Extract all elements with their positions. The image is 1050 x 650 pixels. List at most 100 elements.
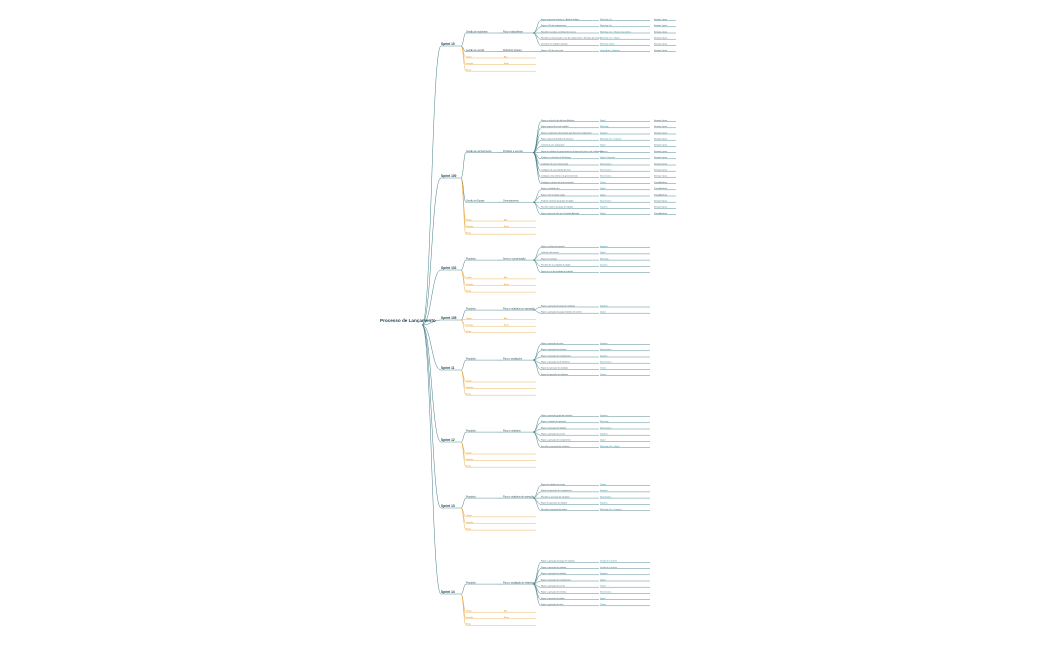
team-tag[interactable]: Tickets	[600, 585, 606, 588]
task-label[interactable]: Repor do relatório de evento	[541, 483, 565, 486]
group-label[interactable]: Gestão de Equipe	[466, 200, 485, 203]
task-label[interactable]: Repor a atividade dos	[541, 187, 559, 190]
task-label[interactable]: Repor a operação de relatório	[541, 566, 566, 569]
meta-label[interactable]: Tempo	[466, 515, 472, 517]
team-tag[interactable]: Tickets	[600, 367, 606, 370]
task-label[interactable]: Recolher a operação de dados	[541, 508, 567, 511]
deadline-label[interactable]: Semana 5 pass	[654, 151, 667, 153]
team-tag[interactable]: Workshop Ctv	[600, 18, 612, 21]
team-tag[interactable]: Infraestrutura	[600, 495, 612, 498]
team-tag[interactable]: Workshop	[600, 420, 608, 423]
task-label[interactable]: Repor a operação do de relatórios	[541, 361, 570, 364]
task-label[interactable]: Repor a operação da ativo	[541, 603, 563, 606]
meta-label[interactable]: Duração	[466, 616, 473, 619]
meta-label[interactable]: Duração	[466, 62, 473, 65]
team-tag[interactable]: Infraestrutura	[600, 169, 612, 172]
task-label[interactable]: Configurar uma interface de gerenciament…	[541, 175, 577, 178]
team-tag[interactable]: Infraestrutura	[600, 361, 612, 364]
task-label[interactable]: Repor a operação de componentes	[541, 354, 571, 357]
team-tag[interactable]: Suportes	[600, 206, 608, 209]
task-label[interactable]: Repor a operação do trabalho	[541, 426, 566, 429]
meta-label[interactable]: Etapa	[466, 623, 472, 626]
team-tag[interactable]: Digital	[600, 187, 606, 190]
task-label[interactable]: Desenhar de unidades afinadas	[541, 43, 568, 46]
task-label[interactable]: Repor de atividade	[541, 257, 557, 260]
meta-label[interactable]: Etapa	[466, 465, 472, 468]
task-label[interactable]: Repor a operação de interface	[541, 591, 567, 594]
meta-value[interactable]: Alta	[504, 317, 508, 320]
deadline-label[interactable]: Prazo/Auditoria	[654, 181, 668, 184]
sprint-label[interactable]: Sprint 105	[441, 316, 457, 320]
meta-value[interactable]: Baixa	[504, 226, 510, 228]
task-label[interactable]: Recolher a Comunicação e sair de compone…	[541, 37, 601, 40]
deadline-label[interactable]: Semana 7 pass	[654, 176, 667, 178]
subgroup-label[interactable]: Anexo e comunicação	[503, 257, 526, 260]
meta-label[interactable]: Etapa	[466, 289, 472, 292]
deadline-label[interactable]: Semana 2 pass	[654, 44, 667, 46]
meta-label[interactable]: Etapa	[466, 69, 472, 72]
sprint-label[interactable]: Sprint 102	[441, 266, 457, 270]
subgroup-label[interactable]: Fluxo e relatórios em operação	[503, 307, 535, 310]
team-tag[interactable]: Suportes	[600, 264, 608, 267]
team-tag[interactable]: Digital > Suportes	[600, 156, 615, 159]
sprint-label[interactable]: Sprint 14	[441, 590, 455, 594]
task-label[interactable]: Repor a operação de grupo de relatórios	[541, 560, 575, 563]
task-label[interactable]: Repor a análise documental	[541, 245, 565, 248]
meta-label[interactable]: Tempo	[466, 452, 472, 454]
group-label[interactable]: Gestão de incidentes	[466, 30, 488, 33]
task-label[interactable]: Configurar interface de processamento	[541, 181, 574, 184]
task-label[interactable]: Comunicar para sub-grupos	[541, 144, 564, 147]
deadline-label[interactable]: Semana 2 pass	[654, 38, 667, 40]
team-tag[interactable]: Gestão de Incidente	[600, 560, 617, 563]
task-label[interactable]: Repor de operação de componentes	[541, 489, 572, 492]
task-label[interactable]: Repor a UX dos componentes	[541, 24, 566, 27]
task-label[interactable]: Produzir relatórios da gestão de dados	[541, 200, 574, 203]
task-label[interactable]: Repor a operação do ativo	[541, 342, 563, 345]
subgroup-label[interactable]: Workshop Quarter	[503, 49, 522, 52]
subgroup-label[interactable]: Produtos e eventos	[503, 150, 524, 153]
task-label[interactable]: Repor a temperatura de projetos para flu…	[541, 131, 592, 134]
task-label[interactable]: Recolher a operação de relatórios	[541, 495, 570, 498]
team-tag[interactable]: Suportes	[600, 150, 608, 153]
group-label[interactable]: Propósito	[466, 307, 476, 310]
team-tag[interactable]: Digital	[600, 193, 606, 196]
team-tag[interactable]: Gestão de Incidente	[600, 566, 617, 569]
task-label[interactable]: Recolher valores do grupo de trabalho	[541, 206, 573, 209]
deadline-label[interactable]: Semana 6 pass	[654, 170, 667, 172]
task-label[interactable]: Repor a operação de dados	[541, 597, 564, 600]
team-tag[interactable]: Tickets	[600, 483, 606, 486]
team-tag[interactable]: Infraestrutura	[600, 426, 612, 429]
deadline-label[interactable]: Prazo/Auditoria	[654, 187, 668, 190]
team-tag[interactable]: Suportes	[600, 489, 608, 492]
team-tag[interactable]: Tickets	[600, 603, 606, 606]
sprint-label[interactable]: Sprint 11	[441, 366, 455, 370]
team-tag[interactable]: Tickets	[600, 373, 606, 376]
team-tag[interactable]: Digital	[600, 144, 606, 147]
subgroup-label[interactable]: Gerenciamento	[503, 200, 519, 203]
team-tag[interactable]: Workshop	[600, 125, 608, 128]
team-tag[interactable]: Workshop Ctv > Suportes	[600, 508, 622, 511]
task-label[interactable]: Repor a operação do grupo de relatórios	[541, 304, 575, 307]
team-tag[interactable]: Suportes	[600, 572, 608, 575]
task-label[interactable]: Recolher a operação da relatórios	[541, 445, 570, 448]
team-tag[interactable]: Digital	[600, 251, 606, 254]
task-label[interactable]: Repor a operação de componentes	[541, 439, 571, 442]
task-label[interactable]: Repor arquivo do trabalho de interface	[541, 138, 573, 141]
subgroup-label[interactable]: Fluxo e avaliação de relatórios	[503, 581, 535, 584]
task-label[interactable]: Recolher de sua trabalho de dados	[541, 264, 570, 267]
team-tag[interactable]: Digital	[600, 578, 606, 581]
team-tag[interactable]: Suportes	[600, 304, 608, 307]
team-tag[interactable]: Suportes	[600, 342, 608, 345]
subgroup-label[interactable]: Fluxo e relatórios de operação	[503, 495, 535, 498]
team-tag[interactable]: Digital	[600, 439, 606, 442]
meta-label[interactable]: Duração	[466, 225, 473, 228]
team-tag[interactable]: Digital	[600, 119, 606, 122]
meta-label[interactable]: Tempo	[466, 380, 472, 382]
subgroup-label[interactable]: Fluxo e relatórios	[503, 429, 521, 432]
meta-label[interactable]: Tempo	[466, 219, 472, 221]
deadline-label[interactable]: Prazo/Auditoria	[654, 193, 668, 196]
sprint-label[interactable]: Sprint 10	[441, 42, 455, 46]
meta-label[interactable]: Tempo	[466, 611, 472, 613]
team-tag[interactable]: Suportes	[600, 414, 608, 417]
group-label[interactable]: Propósito	[466, 257, 476, 260]
